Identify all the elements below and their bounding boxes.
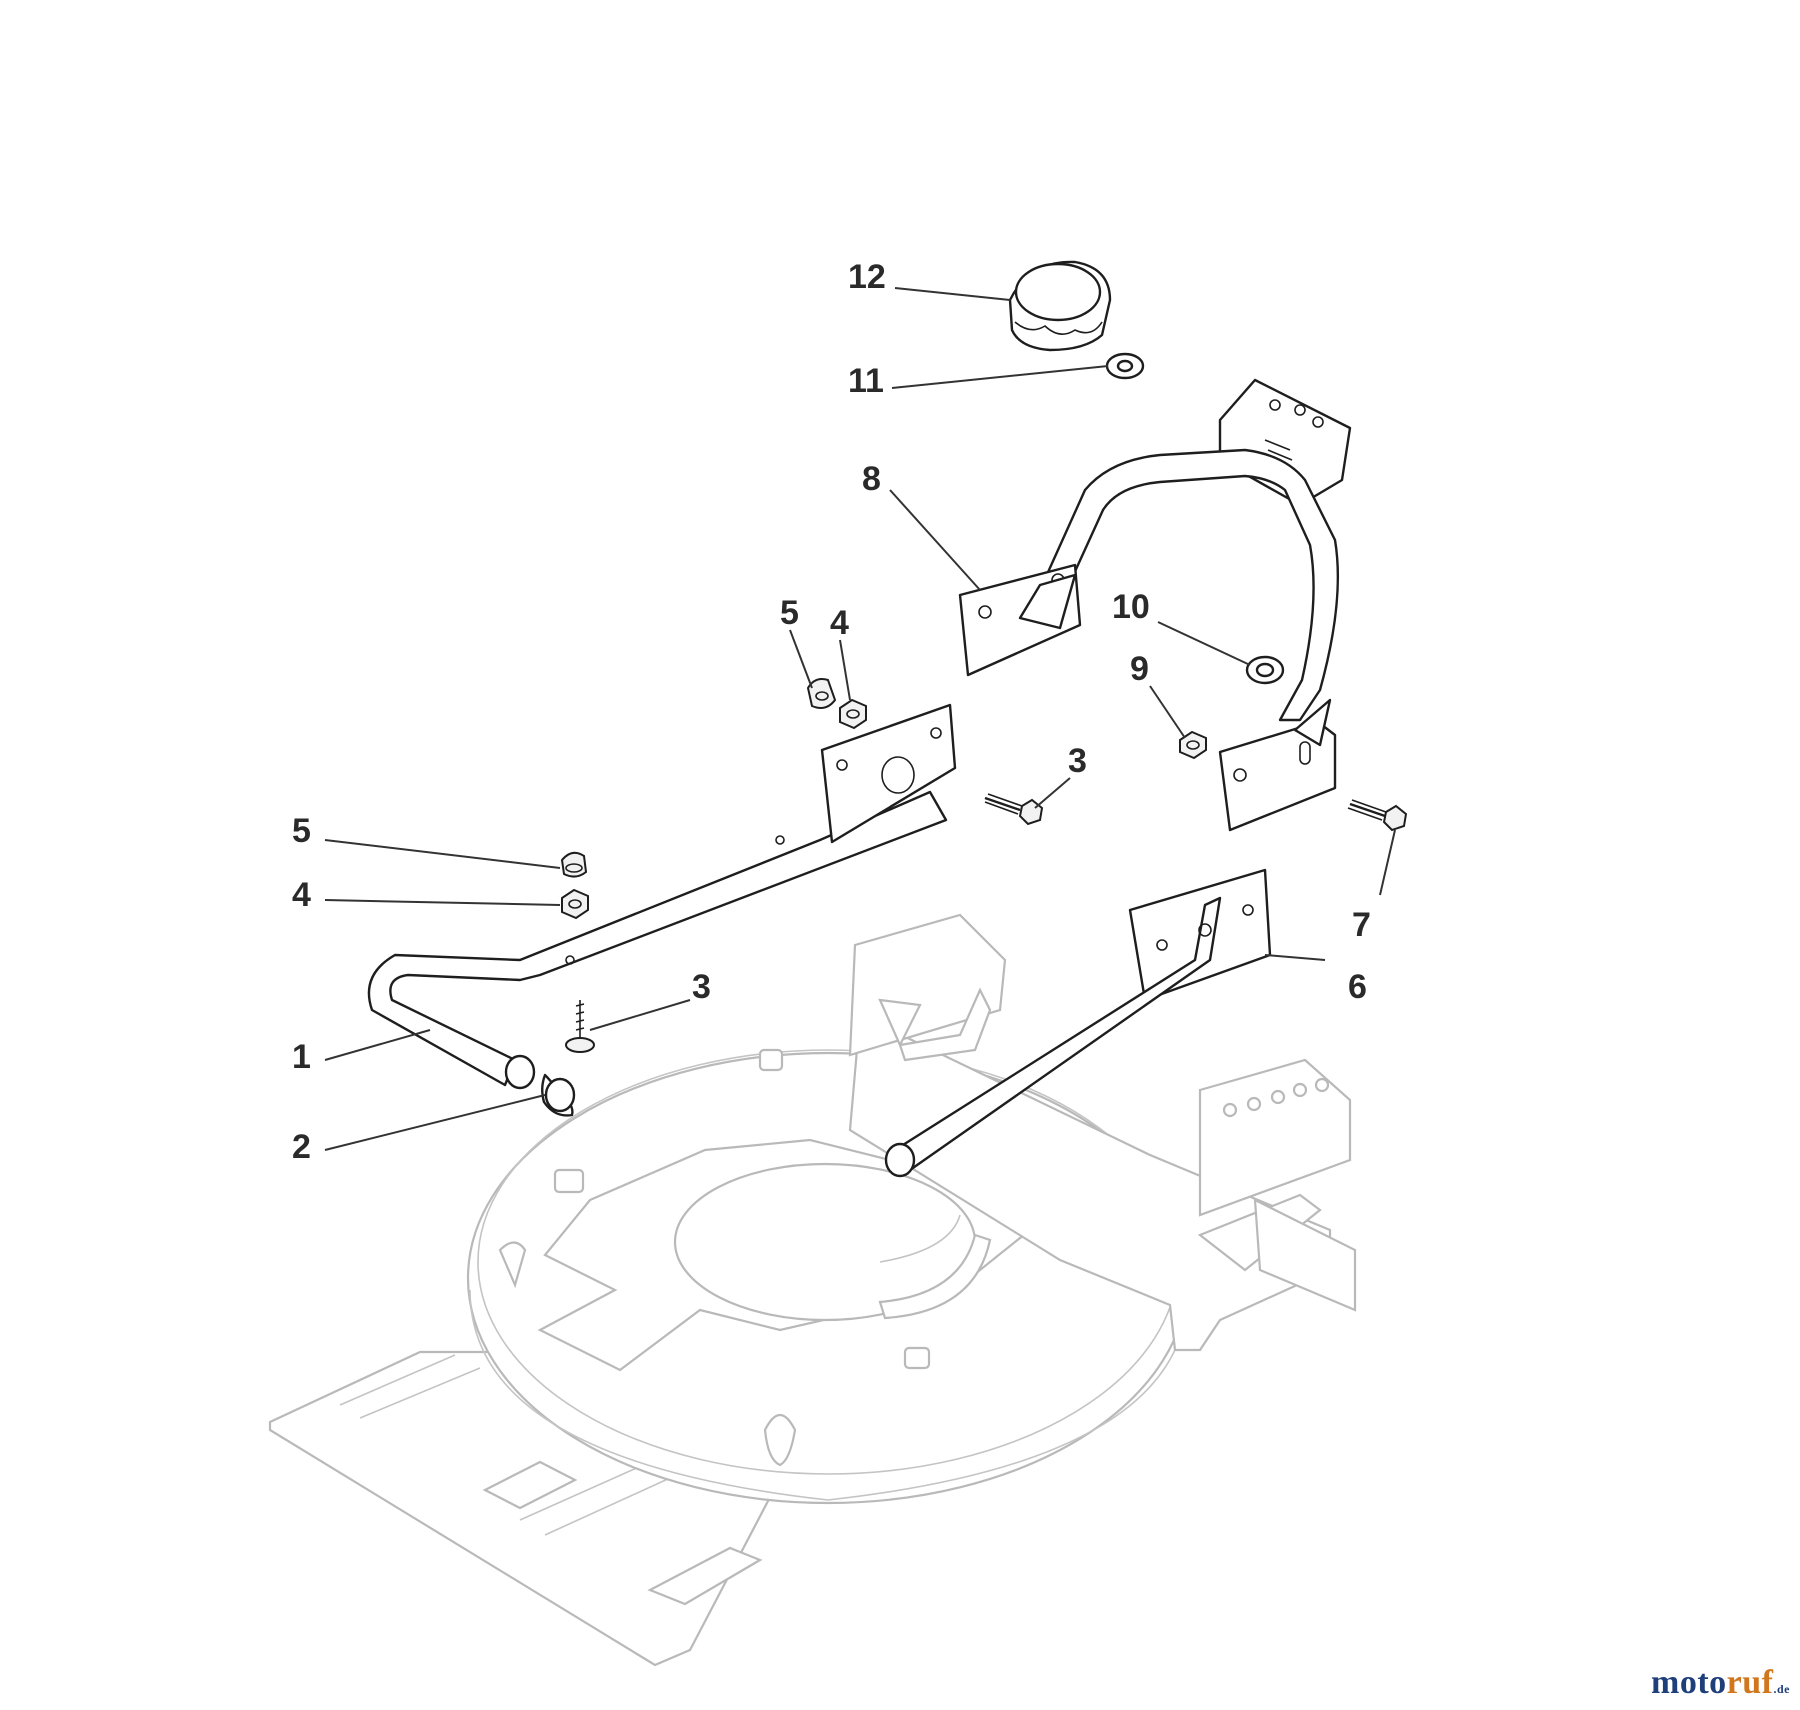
part-2-end-cap	[541, 1073, 576, 1117]
label-part-11: 11	[848, 362, 884, 400]
part-11-washer	[1105, 352, 1145, 380]
part-6-lower-handle-right	[884, 868, 1272, 1178]
part-3-bolt-upper	[984, 793, 1044, 826]
part-5-cap-nut-lower	[560, 851, 588, 878]
label-part-4-upper: 4	[830, 604, 849, 642]
part-9-nut	[1179, 730, 1207, 760]
label-part-3-upper: 3	[1068, 742, 1087, 780]
label-part-5-lower: 5	[292, 812, 311, 850]
label-part-9: 9	[1130, 650, 1149, 688]
mower-deck	[268, 913, 1357, 1667]
label-part-6: 6	[1348, 968, 1367, 1006]
label-part-12: 12	[848, 258, 886, 296]
part-4-nut-upper	[839, 698, 867, 730]
label-part-3-lower: 3	[692, 968, 711, 1006]
label-part-10: 10	[1112, 588, 1150, 626]
label-part-7: 7	[1352, 906, 1371, 944]
label-part-1: 1	[292, 1038, 311, 1076]
watermark-text-part2: ruf	[1726, 1664, 1774, 1701]
part-3-screw-lower	[565, 1000, 595, 1053]
part-10-washer	[1245, 655, 1285, 685]
part-4-nut-lower	[561, 888, 589, 920]
leader-lines	[324, 287, 1396, 1151]
part-1-lower-handle-left	[367, 703, 957, 1090]
part-5-cap-nut-upper	[806, 678, 837, 709]
label-part-2: 2	[292, 1128, 311, 1166]
watermark-text-part1: moto	[1651, 1664, 1727, 1701]
part-number-labels: 12 11 8 5 4 10 9 3 5 4 7 6 3 1 2	[292, 258, 1371, 1166]
label-part-5-upper: 5	[780, 594, 799, 632]
part-7-bolt	[1347, 799, 1408, 832]
watermark-logo: motoruf.de	[1651, 1664, 1790, 1702]
part-12-knob	[1008, 260, 1112, 352]
label-part-8: 8	[862, 460, 881, 498]
label-part-4-lower: 4	[292, 876, 311, 914]
watermark-text-part3: .de	[1773, 1682, 1790, 1696]
part-8-upper-handle	[958, 378, 1352, 832]
